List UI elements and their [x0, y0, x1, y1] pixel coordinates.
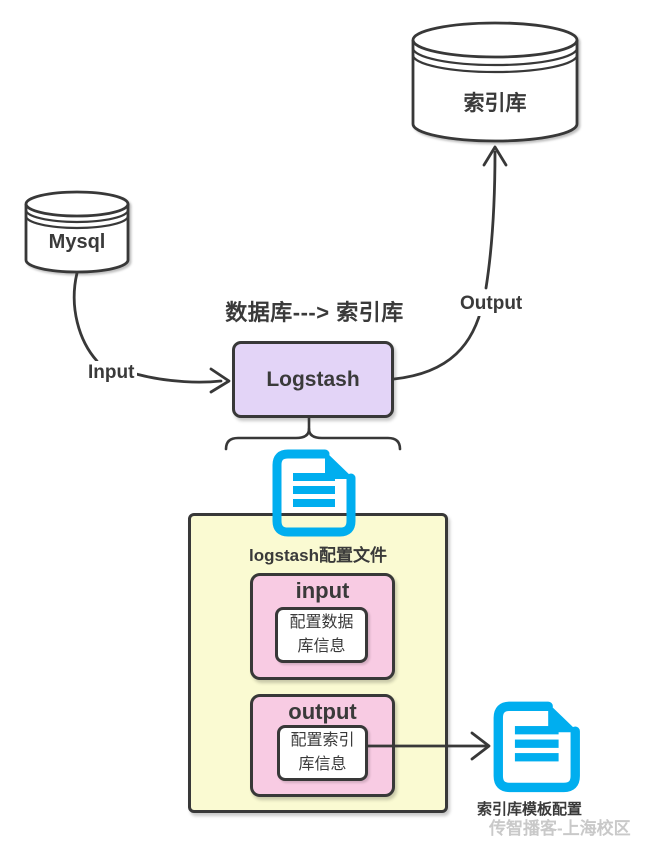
- logstash-node: Logstash: [232, 341, 394, 418]
- indexdb-cylinder: [411, 21, 579, 143]
- output-block-note: 配置索引 库信息: [277, 725, 368, 781]
- output-edge-label: Output: [457, 292, 526, 316]
- flow-title: 数据库---> 索引库: [225, 300, 404, 325]
- document-icon: [498, 703, 578, 787]
- arrowhead-right-icon: [209, 367, 231, 394]
- brace: [224, 415, 402, 451]
- indexdb-label: 索引库: [463, 92, 527, 115]
- output-block-title: output: [288, 699, 357, 724]
- input-block-title: input: [295, 578, 350, 603]
- config-file-box: logstash配置文件 input 配置数据 库信息 output 配置索引 …: [188, 513, 448, 813]
- input-block-note: 配置数据 库信息: [275, 607, 368, 663]
- arrowhead-right-icon: [470, 731, 491, 761]
- output-block: output 配置索引 库信息: [250, 694, 395, 797]
- mysql-label: Mysql: [48, 231, 106, 253]
- watermark: 传智播客-上海校区: [489, 819, 631, 838]
- input-edge-label: Input: [85, 361, 138, 385]
- edge-logstash-to-indexdb: [392, 145, 508, 381]
- logstash-label: Logstash: [266, 367, 360, 391]
- template-caption: 索引库模板配置: [477, 801, 583, 818]
- arrowhead-up-icon: [482, 145, 508, 167]
- config-box-title: logstash配置文件: [249, 546, 387, 565]
- input-block: input 配置数据 库信息: [250, 573, 395, 680]
